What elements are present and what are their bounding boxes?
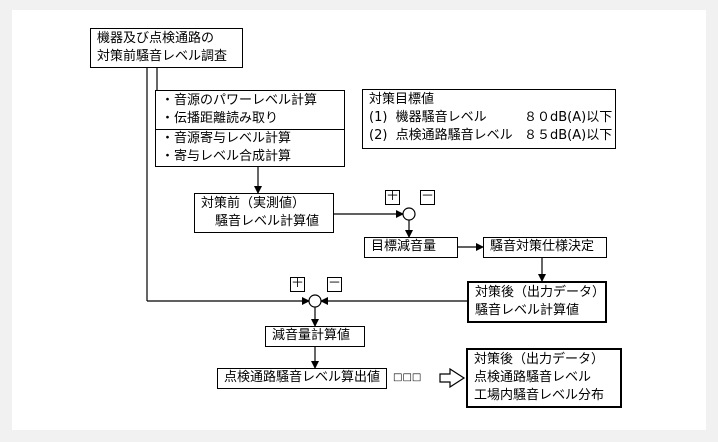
minus-sign-1: － [420,189,435,205]
steps-group-2: ・音源寄与レベル計算 ・寄与レベル合成計算 [156,129,344,166]
before-measure-box: 対策前（実測値） 騒音レベル計算値 [194,193,334,233]
plus-sign-2: ＋ [290,276,305,292]
after-output-line2: 点検通路騒音レベル [474,370,592,385]
target-row-num: (1) [369,110,388,125]
target-reduction-label: 目標減音量 [371,239,437,254]
step-item: ・伝播距離読み取り [161,111,279,126]
after-calc-box: 対策後（出力データ） 騒音レベル計算値 [467,281,607,323]
before-line1: 対策前（実測値） [201,196,306,211]
target-reduction-box: 目標減音量 [364,237,458,258]
continuation-dots: □□□ [393,372,422,383]
target-values-box: 対策目標値 (1) 機器騒音レベル ８０dB(A)以下 (2) 点検通路騒音レベ… [362,89,616,149]
step-item: ・寄与レベル合成計算 [161,149,292,164]
step-item: ・音源寄与レベル計算 [161,131,292,146]
survey-box: 機器及び点検通路の 対策前騒音レベル調査 [90,28,243,68]
survey-line2: 対策前騒音レベル調査 [97,49,228,64]
target-row-label: 点検通路騒音レベル [395,128,513,143]
minus-sign-2: － [327,276,342,292]
connector-lines [146,68,546,389]
reduction-calc-label: 減音量計算値 [272,328,351,343]
target-row-1: (1) 機器騒音レベル ８０dB(A)以下 [369,109,613,127]
before-line2: 騒音レベル計算値 [215,214,320,229]
step-item: ・音源のパワーレベル計算 [161,93,318,108]
survey-line1: 機器及び点検通路の [97,31,215,46]
calculation-steps-box: ・音源のパワーレベル計算 ・伝播距離読み取り ・音源寄与レベル計算 ・寄与レベル… [155,90,345,167]
reduction-calc-box: 減音量計算値 [265,326,365,347]
target-row-num: (2) [369,128,388,143]
junction-circle-2 [308,294,322,308]
spec-decision-label: 騒音対策仕様決定 [490,239,595,254]
target-row-label: 機器騒音レベル [395,110,487,125]
flowchart-canvas: 機器及び点検通路の 対策前騒音レベル調査 ・音源のパワーレベル計算 ・伝播距離読… [12,10,706,430]
spec-decision-box: 騒音対策仕様決定 [483,237,607,258]
target-row-value: ８０dB(A)以下 [524,110,613,125]
walkway-output-label: 点検通路騒音レベル算出値 [224,370,381,385]
after-output-line3: 工場内騒音レベル分布 [474,388,605,403]
after-output-line1: 対策後（出力データ） [474,352,605,367]
after-calc-line1: 対策後（出力データ） [475,285,606,300]
walkway-output-box: 点検通路騒音レベル算出値 [217,368,387,389]
steps-group-1: ・音源のパワーレベル計算 ・伝播距離読み取り [156,91,344,129]
target-title: 対策目標値 [369,92,435,107]
junction-circle-1 [402,207,416,221]
target-row-2: (2) 点検通路騒音レベル ８５dB(A)以下 [369,127,613,145]
output-arrow [439,367,466,389]
after-calc-line2: 騒音レベル計算値 [475,303,580,318]
after-output-box: 対策後（出力データ） 点検通路騒音レベル 工場内騒音レベル分布 [466,348,622,408]
plus-sign-1: ＋ [385,189,400,205]
target-row-value: ８５dB(A)以下 [524,128,613,143]
